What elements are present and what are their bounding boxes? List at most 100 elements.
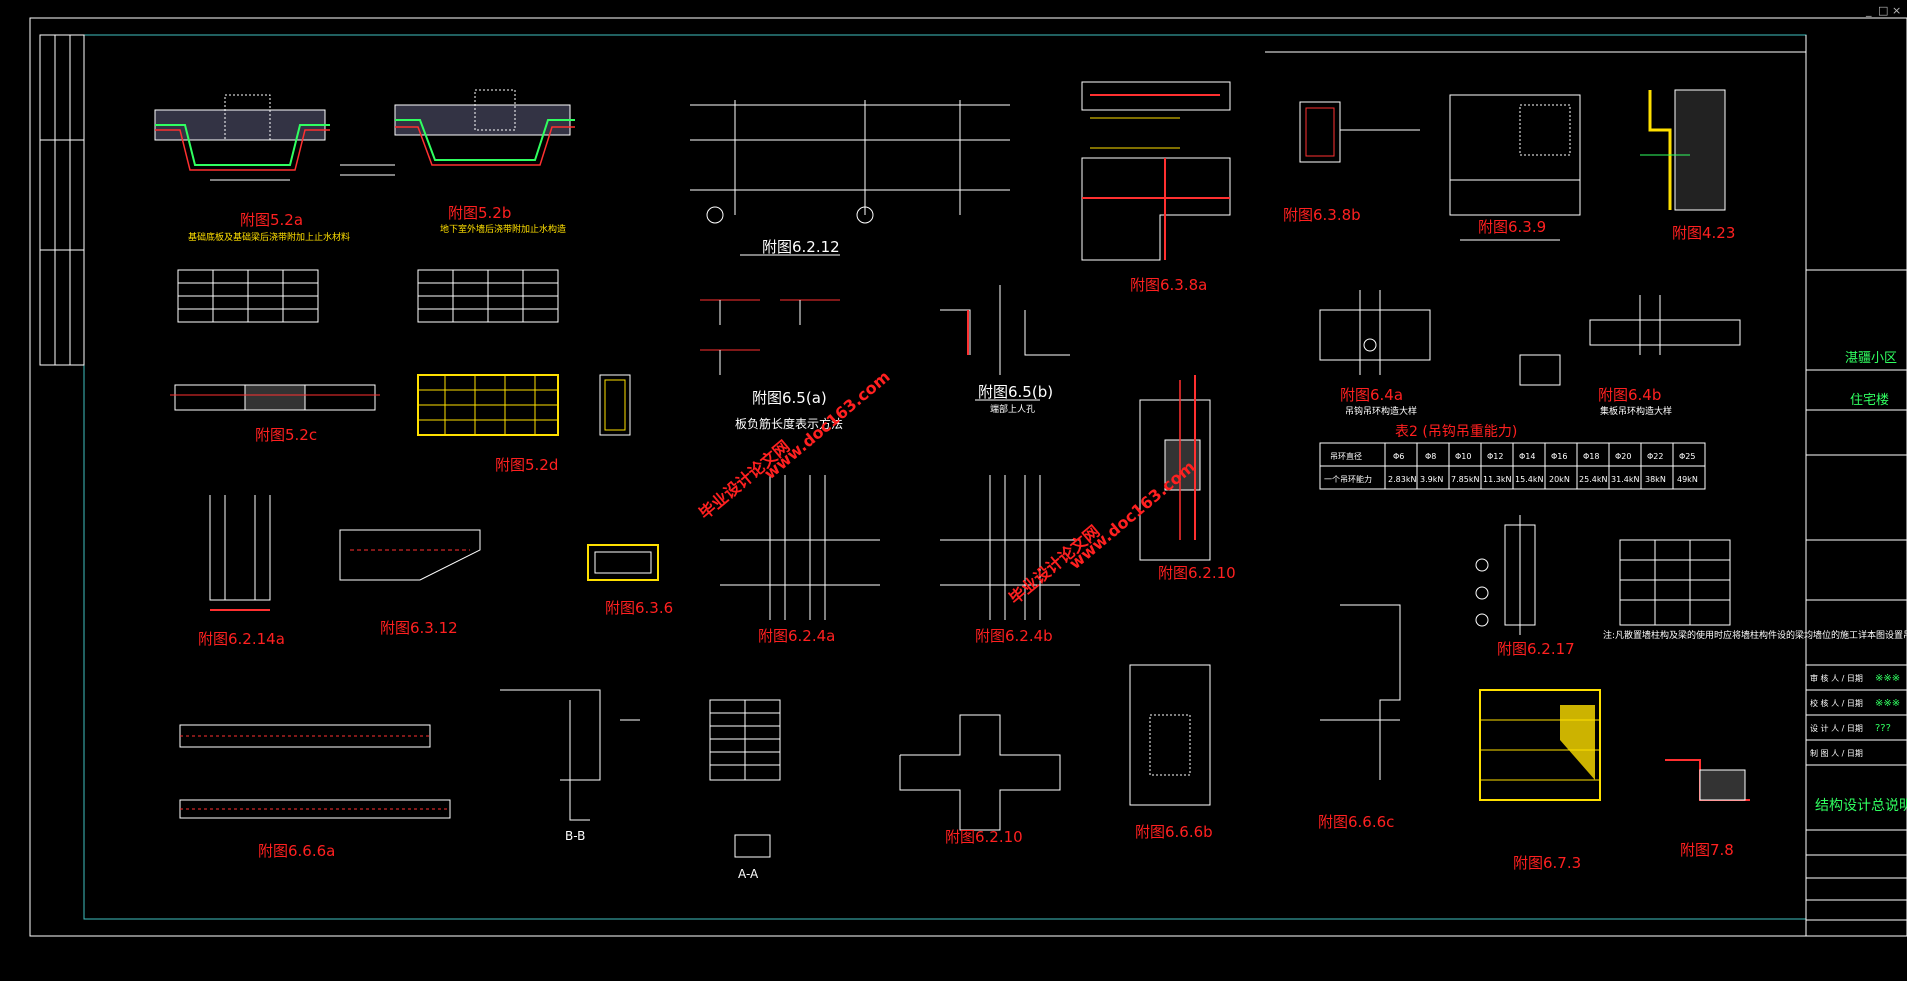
load-table-h1: Φ6 xyxy=(1393,452,1404,461)
load-table-r4: 11.3kN xyxy=(1483,475,1511,484)
detail-6-6-6b xyxy=(1129,664,1211,806)
caption-6-2-17: 附图6.2.17 xyxy=(1497,640,1575,658)
note-5-2b: 地下室外墙后浇带附加止水构造 xyxy=(440,223,566,235)
load-table-r6: 20kN xyxy=(1549,475,1570,484)
detail-section-bb xyxy=(500,689,640,821)
restore-button[interactable]: □ xyxy=(1878,4,1889,17)
caption-5-2b: 附图5.2b xyxy=(448,204,511,222)
caption-6-6-6c: 附图6.6.6c xyxy=(1318,813,1394,831)
note-table2: 表2 (吊钩吊重能力) xyxy=(1395,424,1517,440)
detail-6-4a xyxy=(1319,290,1431,375)
caption-6-3-6: 附图6.3.6 xyxy=(605,599,673,617)
load-table-h3: Φ10 xyxy=(1455,452,1471,461)
caption-6-2-10-a: 附图6.2.10 xyxy=(1158,564,1236,582)
load-table-h10: Φ25 xyxy=(1679,452,1695,461)
load-table-h8: Φ20 xyxy=(1615,452,1631,461)
inner-frame xyxy=(83,34,1807,920)
detail-6-3-8a xyxy=(1081,81,1231,261)
detail-6-2-12 xyxy=(690,100,1010,256)
section-label-bb: B-B xyxy=(565,829,585,843)
detail-5-2a xyxy=(154,94,395,181)
load-table-h7: Φ18 xyxy=(1583,452,1599,461)
caption-6-3-12: 附图6.3.12 xyxy=(380,619,458,637)
detail-6-2-4b xyxy=(940,475,1080,620)
caption-6-5a: 附图6.5(a) xyxy=(752,389,827,407)
caption-6-2-4a: 附图6.2.4a xyxy=(758,627,835,645)
tb-row-draw: 制 图 人 / 日期 xyxy=(1810,748,1863,758)
drawing-title: 结构设计总说明 xyxy=(1815,798,1907,814)
load-table-r9: 38kN xyxy=(1645,475,1666,484)
load-table-r7: 25.4kN xyxy=(1579,475,1607,484)
caption-6-2-10-b: 附图6.2.10 xyxy=(945,828,1023,846)
caption-6-2-4b: 附图6.2.4b xyxy=(975,627,1053,645)
detail-6-3-12 xyxy=(339,529,481,581)
note-board-rebar: 板负筋长度表示方法 xyxy=(735,416,843,431)
detail-6-6-6c xyxy=(1320,604,1401,780)
load-table-h2: Φ8 xyxy=(1425,452,1436,461)
detail-5-2d xyxy=(417,374,631,436)
load-table-h4: Φ12 xyxy=(1487,452,1503,461)
table-5-2b xyxy=(417,269,559,323)
tb-mark-1: ※※※ xyxy=(1875,673,1900,684)
detail-5-2c xyxy=(170,384,380,411)
watermark-4: www.doc163.com xyxy=(1065,457,1198,573)
caption-6-5b: 附图6.5(b) xyxy=(978,383,1053,401)
title-block xyxy=(1805,35,1907,936)
note-6-4b: 集板吊环构造大样 xyxy=(1600,405,1672,417)
load-table-values: 吊环直径 Φ6 Φ8 Φ10 Φ12 Φ14 Φ16 Φ18 Φ20 Φ22 Φ… xyxy=(1324,451,1698,484)
load-table-r0: 一个吊环能力 xyxy=(1324,474,1372,484)
caption-6-4a: 附图6.4a xyxy=(1340,386,1403,404)
caption-6-6-6a: 附图6.6.6a xyxy=(258,842,335,860)
detail-6-7-3 xyxy=(1479,689,1601,801)
caption-6-3-9: 附图6.3.9 xyxy=(1478,218,1546,236)
note-5-2a: 基础底板及基础梁后浇带附加上止水材料 xyxy=(188,231,350,243)
detail-6-6-6a xyxy=(179,724,451,819)
caption-6-3-8b: 附图6.3.8b xyxy=(1283,206,1361,224)
load-table-r2: 3.9kN xyxy=(1420,475,1443,484)
caption-5-2c: 附图5.2c xyxy=(255,426,317,444)
detail-4-23 xyxy=(1640,89,1726,211)
detail-section-aa xyxy=(709,699,781,858)
detail-6-2-4a xyxy=(720,475,880,620)
building-name: 住宅楼 xyxy=(1850,393,1889,408)
load-table-r3: 7.85kN xyxy=(1451,475,1479,484)
note-6-4a: 吊钩吊环构造大样 xyxy=(1345,405,1417,417)
tb-mark-2: ※※※ xyxy=(1875,698,1900,709)
close-button[interactable]: × xyxy=(1892,4,1902,17)
caption-7-8: 附图7.8 xyxy=(1680,841,1734,859)
project-name: 湛疆小区 xyxy=(1845,351,1897,366)
load-table-h0: 吊环直径 xyxy=(1330,451,1362,461)
load-table-r5: 15.4kN xyxy=(1515,475,1543,484)
caption-6-3-8a: 附图6.3.8a xyxy=(1130,276,1207,294)
caption-6-2-14a: 附图6.2.14a xyxy=(198,630,285,648)
load-table-grid xyxy=(1319,442,1706,490)
tb-row-design: 设 计 人 / 日期 xyxy=(1810,723,1863,733)
detail-6-5a xyxy=(700,299,840,375)
detail-6-3-8b xyxy=(1299,101,1420,163)
minimize-button[interactable]: _ xyxy=(1866,4,1872,17)
detail-6-2-10-a xyxy=(1139,375,1211,561)
table-5-2a xyxy=(177,269,319,323)
detail-6-5b xyxy=(940,285,1070,401)
tb-row-review: 审 核 人 / 日期 xyxy=(1810,673,1863,683)
section-label-aa: A-A xyxy=(738,867,759,881)
caption-6-2-12[interactable]: 附图6.2.12 xyxy=(762,238,840,256)
detail-6-2-10-b xyxy=(899,714,1061,831)
caption-4-23: 附图4.23 xyxy=(1672,224,1735,242)
detail-6-2-17 xyxy=(1475,515,1731,635)
caption-6-6-6b: 附图6.6.6b xyxy=(1135,823,1213,841)
caption-5-2d: 附图5.2d xyxy=(495,456,558,474)
caption-6-4b: 附图6.4b xyxy=(1598,386,1661,404)
watermark-3: 毕业设计论文网 xyxy=(1005,522,1103,609)
caption-5-2a: 附图5.2a xyxy=(240,211,303,229)
load-table-r8: 31.4kN xyxy=(1611,475,1639,484)
load-table-r10: 49kN xyxy=(1677,475,1698,484)
note-bottom: 注:凡散置墙柱构及梁的使用时应将墙柱构件设的梁均墙位的施工详本图设置吊筋 xyxy=(1603,629,1907,641)
load-table-r1: 2.83kN xyxy=(1388,475,1416,484)
tb-row-check: 校 核 人 / 日期 xyxy=(1810,698,1863,708)
detail-7-8 xyxy=(1665,759,1750,801)
tb-mark-3: ??? xyxy=(1875,723,1891,734)
note-6-5b: 端部上人孔 xyxy=(990,403,1035,415)
load-table-h6: Φ16 xyxy=(1551,452,1567,461)
